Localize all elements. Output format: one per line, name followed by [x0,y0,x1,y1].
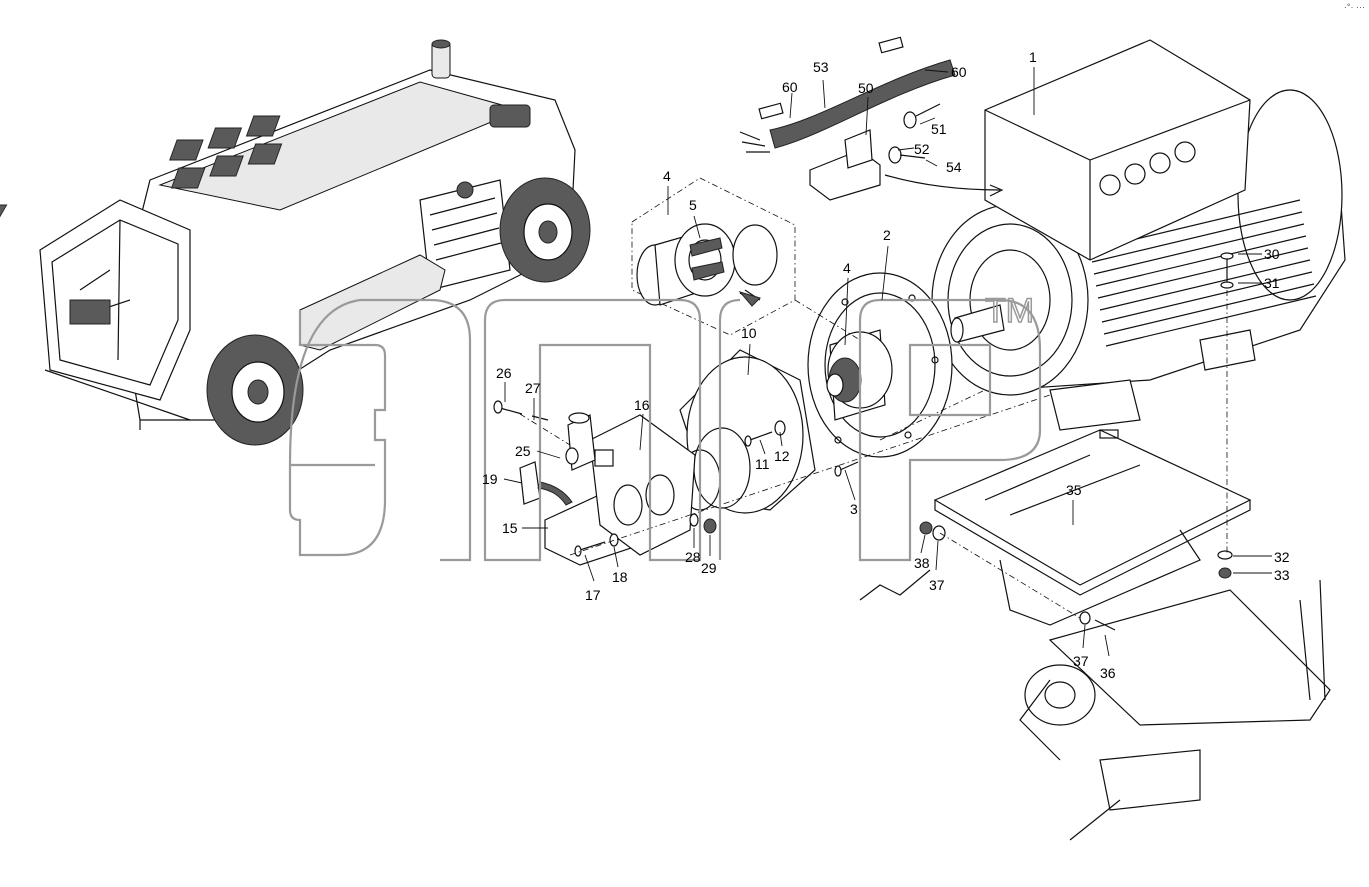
callout-16: 16 [634,397,650,413]
pump-bracket [493,400,717,566]
corner-mark: ·°· ··· [1343,2,1365,12]
machine-overview [0,39,591,446]
callout-54: 54 [946,159,962,175]
front-wheel [206,334,304,446]
callout-2: 2 [883,227,891,243]
callout-31: 31 [1264,275,1280,291]
cable-harness [739,36,1004,201]
callout-leaders [503,67,1272,657]
callout-28: 28 [685,549,701,565]
bell-housing [679,349,859,514]
callout-60-left: 60 [782,79,798,95]
callout-4-coupling: 4 [663,168,671,184]
callout-50: 50 [858,80,874,96]
callout-33: 33 [1274,567,1290,583]
callout-32: 32 [1274,549,1290,565]
callout-37-lower: 37 [1073,653,1089,669]
callout-30: 30 [1264,246,1280,262]
callout-35: 35 [1066,482,1082,498]
flange-housing [807,272,953,458]
callout-37-upper: 37 [929,577,945,593]
callout-19: 19 [482,471,498,487]
callout-29: 29 [701,560,717,576]
callout-1: 1 [1029,49,1037,65]
callout-51: 51 [931,121,947,137]
callout-3: 3 [850,501,858,517]
watermark-tm: TM [985,292,1034,330]
electric-motor [931,39,1346,431]
rear-wheel [499,177,591,283]
callout-15: 15 [502,520,518,536]
callout-26: 26 [496,365,512,381]
callout-53: 53 [813,59,829,75]
callout-38: 38 [914,555,930,571]
callout-5: 5 [689,197,697,213]
watermark-logo: TM [288,291,1042,562]
callout-10: 10 [741,325,757,341]
callout-labels: 1 2 3 4 4 5 10 11 12 15 16 17 18 19 25 2… [482,49,1290,681]
callout-36: 36 [1100,665,1116,681]
callout-25: 25 [515,443,531,459]
callout-12: 12 [774,448,790,464]
callout-11: 11 [755,456,770,472]
base-plate-frame [859,429,1331,841]
callout-27: 27 [525,380,541,396]
callout-52: 52 [914,141,930,157]
callout-60-right: 60 [951,64,967,80]
callout-4-flange: 4 [843,260,851,276]
callout-17: 17 [585,587,601,603]
coupling-detail [631,177,796,336]
callout-18: 18 [612,569,628,585]
